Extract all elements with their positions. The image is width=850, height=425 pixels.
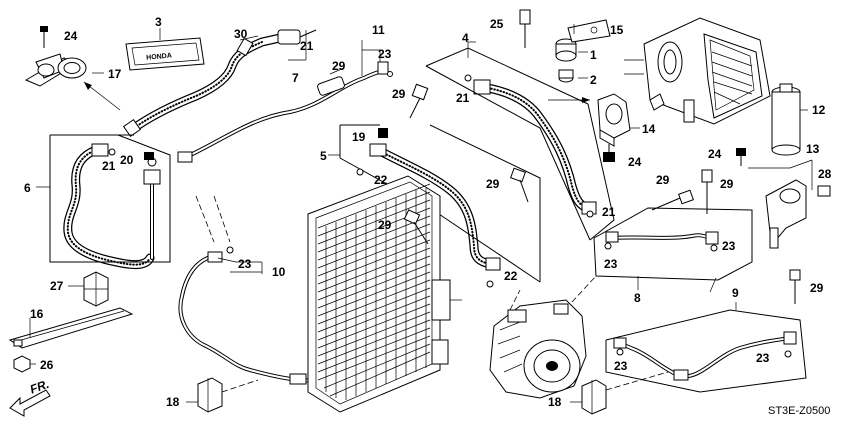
bolt-29-left xyxy=(409,83,429,119)
bolt-29-right-a xyxy=(651,189,694,211)
front-arrow-icon xyxy=(9,389,51,417)
callout-21c: 21 xyxy=(456,91,470,105)
callout-14: 14 xyxy=(642,122,656,136)
callout-20: 20 xyxy=(120,153,134,167)
bolt-29-condenser xyxy=(403,209,429,245)
condenser-fins xyxy=(317,183,431,400)
evaporator-unit xyxy=(643,17,771,125)
callout-5: 5 xyxy=(320,149,327,163)
callout-29c: 29 xyxy=(486,177,500,191)
fitting-29-top xyxy=(317,67,345,96)
callout-25: 25 xyxy=(490,17,504,31)
callout-29a: 29 xyxy=(332,59,346,73)
callout-3: 3 xyxy=(155,15,162,29)
collar-2 xyxy=(558,69,574,83)
callout-28: 28 xyxy=(818,167,832,181)
bolt-25 xyxy=(519,9,531,48)
receiver-drier-12 xyxy=(771,83,801,156)
clamp-bracket-17 xyxy=(24,53,87,87)
discharge-hose-upper xyxy=(122,29,317,138)
callout-26: 26 xyxy=(40,358,54,372)
callout-22b: 22 xyxy=(504,269,518,283)
callout-17: 17 xyxy=(108,67,122,81)
clamp-14 xyxy=(597,93,631,147)
label-plate-3: HONDA xyxy=(125,37,205,71)
diagram-code: ST3E-Z0500 xyxy=(768,405,830,417)
callout-22a: 22 xyxy=(374,173,388,187)
pipe-9 xyxy=(613,331,797,381)
bracket-plate-16 xyxy=(8,307,134,349)
bolt-29-bottom-right xyxy=(789,269,801,304)
callout-8: 8 xyxy=(634,291,641,305)
hose-assembly-6 xyxy=(63,143,161,270)
grommet-1 xyxy=(555,38,577,62)
callout-30: 30 xyxy=(234,27,248,41)
bracket-15 xyxy=(567,19,611,43)
suction-hose-5 xyxy=(369,143,501,271)
callout-10: 10 xyxy=(272,265,286,279)
callout-29d: 29 xyxy=(378,218,392,232)
compressor xyxy=(489,299,587,399)
callout-12: 12 xyxy=(812,103,826,117)
label-plate-text: HONDA xyxy=(146,53,172,62)
callout-21a: 21 xyxy=(300,39,314,53)
callout-29e: 29 xyxy=(656,173,670,187)
callout-23c: 23 xyxy=(722,239,736,253)
callout-21b: 21 xyxy=(102,159,116,173)
oring-21-left xyxy=(108,148,116,156)
pipe-assembly-7 xyxy=(177,68,388,163)
bolt-24-mid xyxy=(603,144,615,162)
bracket-13 xyxy=(765,179,807,249)
callout-29b: 29 xyxy=(392,87,406,101)
callout-23b: 23 xyxy=(238,257,252,271)
callout-9: 9 xyxy=(732,286,739,300)
clamp-18-left xyxy=(197,377,223,413)
callout-23a: 23 xyxy=(378,47,392,61)
callout-19: 19 xyxy=(352,130,366,144)
callout-29f: 29 xyxy=(720,177,734,191)
callout-13: 13 xyxy=(806,142,820,156)
callout-23e: 23 xyxy=(614,359,628,373)
callout-18b: 18 xyxy=(548,395,562,409)
bolt-24-top-left xyxy=(40,26,48,48)
callout-24c: 24 xyxy=(708,147,722,161)
nut-26 xyxy=(13,355,31,373)
callout-23d: 23 xyxy=(604,257,618,271)
suction-hose-4 xyxy=(473,79,597,215)
callout-16: 16 xyxy=(30,307,44,321)
clamp-18-right xyxy=(581,379,607,415)
callout-2: 2 xyxy=(590,73,597,87)
bolt-28 xyxy=(817,185,831,197)
callout-7: 7 xyxy=(292,71,299,85)
pipe-8 xyxy=(605,231,719,245)
callout-15: 15 xyxy=(610,23,624,37)
bracket-27 xyxy=(83,271,109,307)
bolt-24-right xyxy=(736,148,746,166)
bolt-19 xyxy=(378,128,388,138)
front-arrow-label: FR. xyxy=(28,377,51,397)
callout-29g: 29 xyxy=(810,281,824,295)
callout-24a: 24 xyxy=(64,29,78,43)
callout-23f: 23 xyxy=(756,351,770,365)
callout-24b: 24 xyxy=(628,155,642,169)
callout-6: 6 xyxy=(24,181,31,195)
callout-27: 27 xyxy=(50,279,64,293)
callout-18a: 18 xyxy=(166,395,180,409)
bolt-29-right-b xyxy=(701,169,713,214)
bolt-20 xyxy=(144,152,154,160)
callout-11: 11 xyxy=(372,23,385,37)
callout-1: 1 xyxy=(590,48,597,62)
callout-21d: 21 xyxy=(602,205,616,219)
callout-4: 4 xyxy=(462,31,469,45)
bolt-29-mid xyxy=(510,167,529,203)
